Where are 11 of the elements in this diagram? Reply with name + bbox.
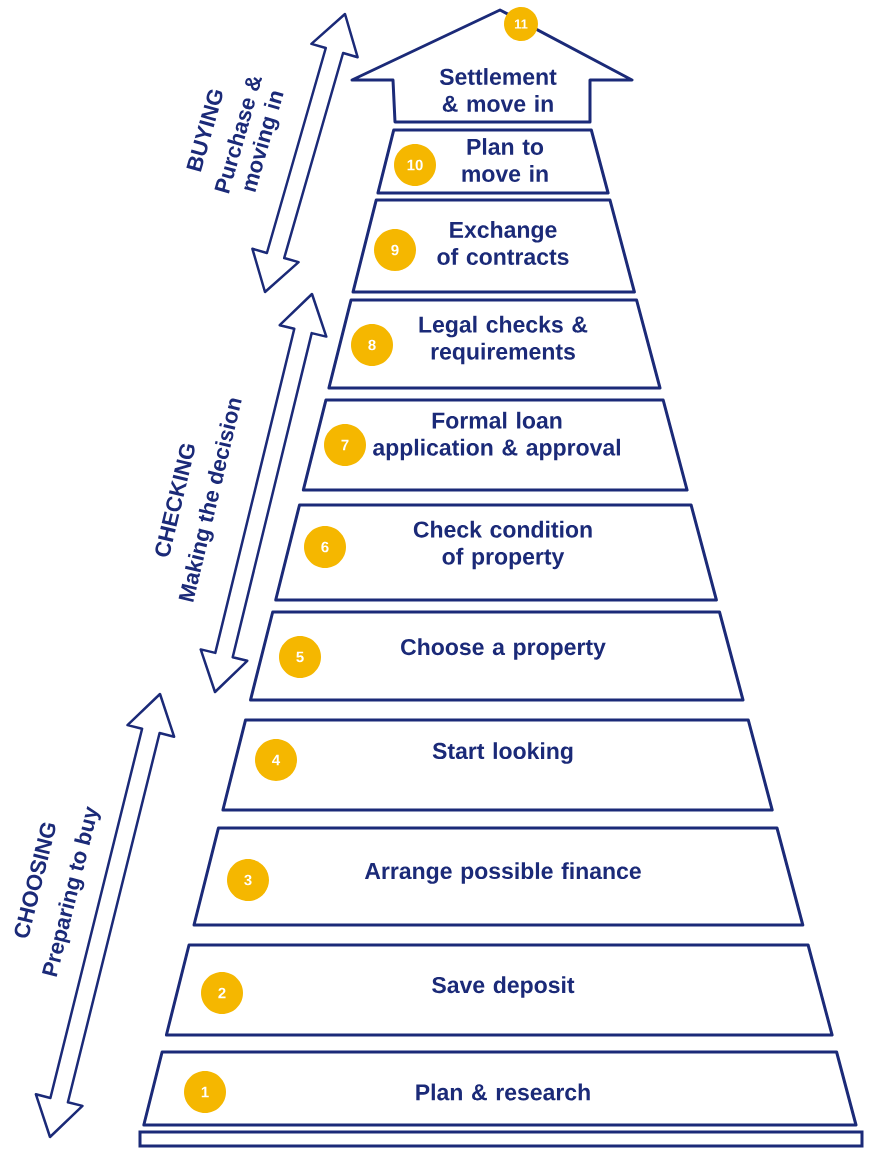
number-badge: 6 — [304, 526, 346, 568]
number-badge: 8 — [351, 324, 393, 366]
number-badge: 4 — [255, 739, 297, 781]
number-badge: 9 — [374, 229, 416, 271]
number-badge: 10 — [394, 144, 436, 186]
number-badge: 1 — [184, 1071, 226, 1113]
number-badge: 2 — [201, 972, 243, 1014]
number-badge: 7 — [324, 424, 366, 466]
number-badge: 5 — [279, 636, 321, 678]
number-badge: 11 — [504, 7, 538, 41]
number-badge: 3 — [227, 859, 269, 901]
